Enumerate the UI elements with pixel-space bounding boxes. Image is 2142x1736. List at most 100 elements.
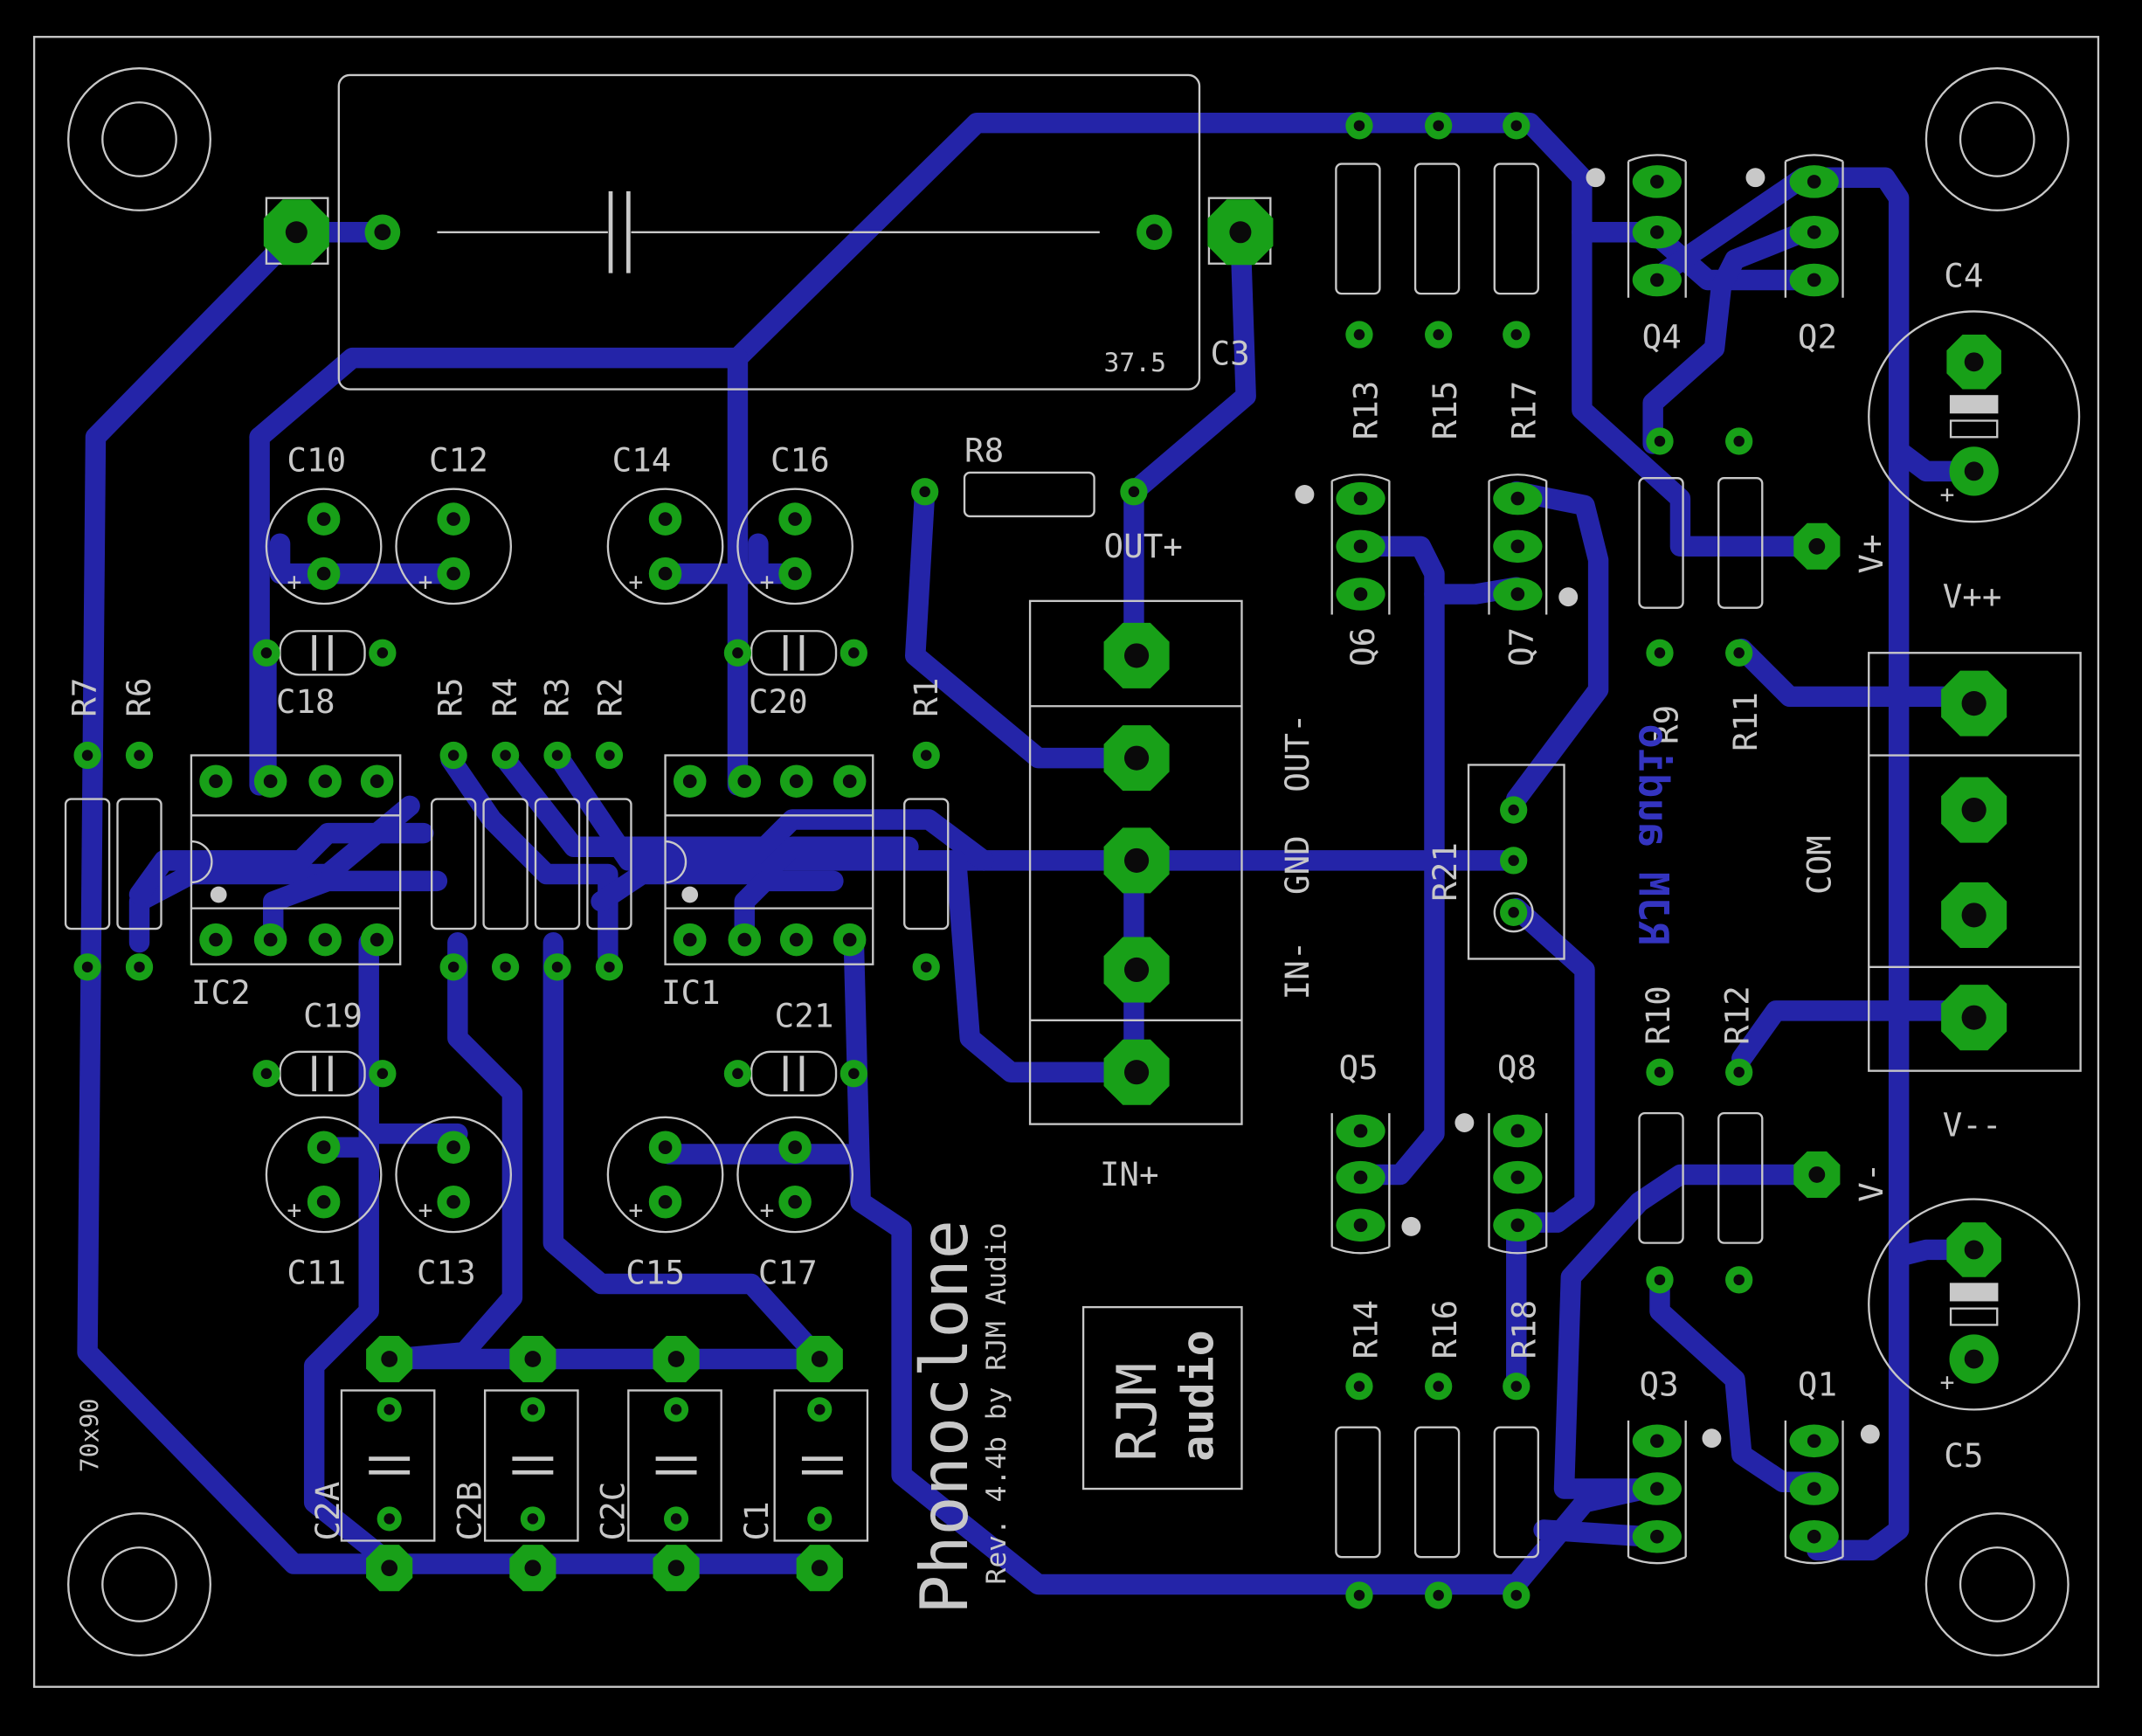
board-revision: Rev. 4.4b by RJM Audio [981, 1222, 1012, 1584]
pad-drill [1433, 120, 1444, 132]
pad-drill [381, 1560, 398, 1577]
pad-drill [81, 961, 93, 973]
pad-drill [842, 932, 857, 947]
pad-drill [1510, 120, 1523, 132]
pad-drill [604, 961, 615, 973]
pad-drill [848, 1068, 860, 1080]
pad-drill [1650, 1482, 1664, 1496]
label-c3-value: 37.5 [1104, 348, 1167, 378]
pad-drill [263, 774, 278, 789]
polarity-marks: ++++++++++ [287, 480, 1954, 1396]
label-v-plus-plus: V++ [1943, 578, 2002, 616]
polarity-plus-mark: + [418, 1195, 433, 1224]
pad-drill [1807, 175, 1821, 189]
pad-drill [1353, 1170, 1368, 1185]
pad-drill [1654, 1274, 1666, 1286]
label-com: COM [1800, 835, 1838, 895]
pad-drill [670, 1404, 682, 1415]
pad-drill [1353, 539, 1368, 554]
pad-drill [658, 512, 673, 526]
mounting-hole-bl [67, 1512, 211, 1656]
label-r21: R21 [1426, 842, 1464, 902]
pad-drill [1433, 1380, 1444, 1393]
pad-drill [209, 932, 223, 947]
mirrored-rjm-audio-text: RJM audio [1629, 724, 1677, 946]
pad-drill [789, 932, 804, 947]
label-q5: Q5 [1338, 1048, 1378, 1087]
pad-drill [1733, 1066, 1745, 1078]
pad-drill [1123, 847, 1150, 873]
label-q1: Q1 [1798, 1366, 1837, 1404]
logo-audio: audio [1173, 1330, 1224, 1462]
polarity-plus-mark: + [1940, 1367, 1955, 1396]
pad-drill [134, 961, 145, 973]
pad-drill [1433, 329, 1444, 341]
pad-drill [1807, 1529, 1821, 1544]
label-ic2: IC2 [191, 973, 251, 1012]
label-gnd: GND [1278, 835, 1316, 895]
label-q8: Q8 [1497, 1048, 1537, 1087]
pad-drill [1654, 647, 1666, 659]
pad-drill [383, 1513, 395, 1525]
pad-drill [1808, 1166, 1826, 1183]
pad-drill [1510, 1218, 1525, 1233]
label-r10: R10 [1639, 986, 1677, 1045]
label-r16: R16 [1426, 1300, 1464, 1359]
pad-drill [316, 512, 331, 526]
pad-drill [318, 774, 332, 789]
label-r18: R18 [1505, 1300, 1544, 1359]
label-r9: R9 [1647, 705, 1685, 744]
pad-drill [737, 932, 752, 947]
pad-drill [811, 1351, 828, 1367]
pad-drill [1353, 1218, 1368, 1233]
mounting-hole-tr [1924, 66, 2069, 211]
pad-drill [1733, 435, 1745, 447]
pad-drill [1353, 1589, 1365, 1601]
copper-traces [77, 112, 1985, 1595]
pad-drill [1229, 221, 1252, 244]
pad-drill [1808, 537, 1826, 555]
polarity-plus-mark: + [759, 1195, 774, 1224]
pad-drill [1123, 745, 1150, 771]
pad-drill [1123, 957, 1150, 983]
pad-drill [1964, 1349, 1984, 1369]
board-outline [32, 36, 2100, 1688]
label-r17: R17 [1505, 381, 1544, 440]
pad-drill [1510, 587, 1525, 601]
pad-drill [814, 1513, 826, 1525]
pad-drill [527, 1513, 539, 1525]
pad-drill [316, 1140, 331, 1155]
pad-drill [1961, 691, 1987, 716]
pad-drill [1964, 352, 1984, 372]
pad-drill [1733, 647, 1745, 659]
board-title: Phonoclone [906, 1220, 983, 1615]
pad-drill [1123, 1060, 1150, 1085]
label-c13: C13 [417, 1254, 476, 1292]
pad-drill [1510, 539, 1525, 554]
label-c1: C1 [737, 1501, 776, 1540]
pad-drill [737, 774, 752, 789]
pad-drill [81, 750, 93, 761]
pad-drill [1961, 903, 1987, 928]
pad-drill [1654, 1066, 1666, 1078]
pad-drill [1650, 1529, 1664, 1544]
label-q2: Q2 [1798, 318, 1837, 356]
pad-drill [551, 961, 563, 973]
label-q4: Q4 [1642, 318, 1682, 356]
pad-drill [447, 750, 459, 761]
label-r6: R6 [120, 678, 158, 717]
label-in-plus: IN+ [1100, 1155, 1159, 1193]
polarity-plus-mark: + [418, 567, 433, 596]
power-connector-outline [1868, 652, 2082, 1072]
label-c14: C14 [612, 440, 672, 479]
pad-drill [446, 1194, 460, 1209]
pad-drill [370, 774, 384, 789]
pad-drill [658, 566, 673, 581]
polarity-plus-mark: + [287, 567, 301, 596]
pad-drill [1146, 224, 1163, 241]
label-r7: R7 [65, 678, 103, 717]
pad-drill [1961, 1005, 1987, 1030]
pad-drill [447, 961, 459, 973]
label-c2c: C2C [594, 1482, 632, 1541]
